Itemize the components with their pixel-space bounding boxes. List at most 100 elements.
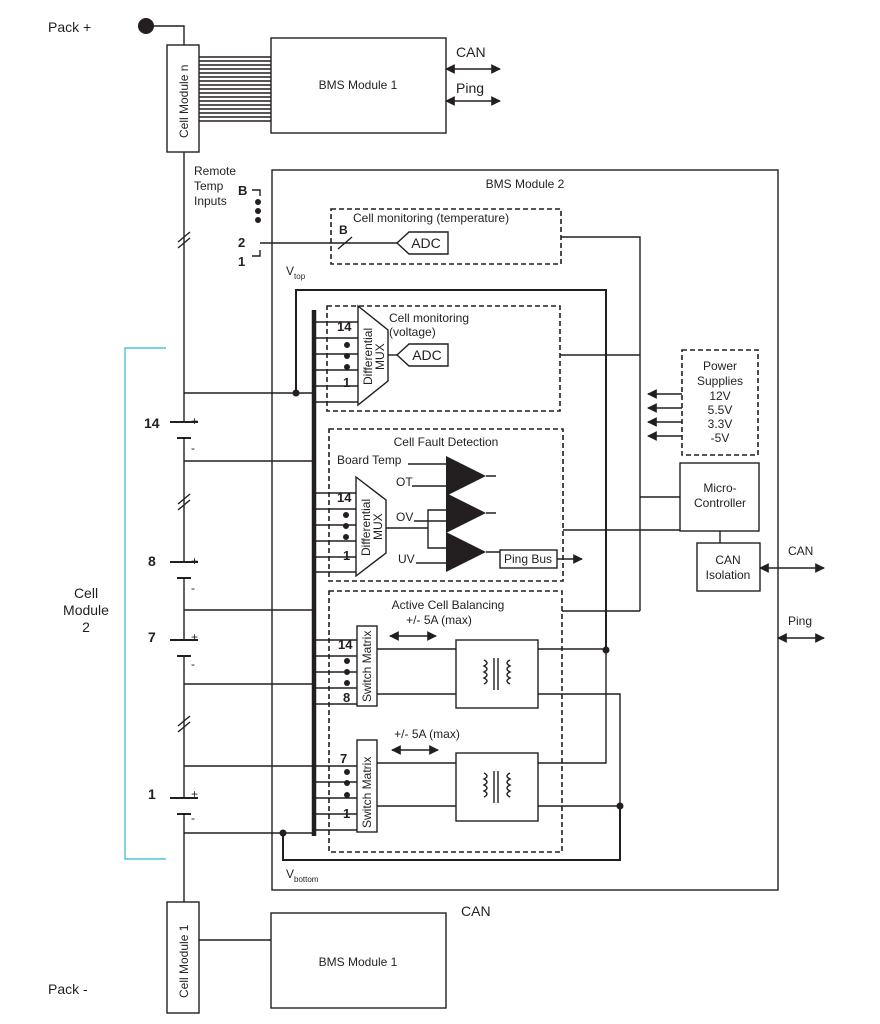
micro-controller: Micro- Controller [639, 462, 760, 611]
pack-plus-group: Pack + [48, 18, 185, 45]
remote-temp-line1: Remote [194, 164, 236, 178]
remote-temp-1: 1 [238, 254, 245, 269]
balancing-current-a: +/- 5A (max) [406, 613, 472, 627]
fault-ot: OT [396, 475, 413, 489]
switch-2-7: 7 [340, 751, 347, 766]
voltage-mux-14: 14 [337, 319, 352, 334]
temp-adc [395, 231, 449, 255]
can-iso-line2: Isolation [706, 568, 751, 582]
micro-line1: Micro- [703, 481, 736, 495]
cell-7-label: 7 [148, 629, 156, 645]
fault-mux-label2: MUX [371, 513, 385, 540]
switch-2-1: 1 [343, 806, 350, 821]
vbottom-rail [282, 805, 621, 861]
bms1-bus-lines [199, 56, 271, 122]
temp-bus-width: B [339, 223, 348, 237]
bms-bottom-can-label: CAN [461, 903, 491, 919]
cell-14: 14 + - [144, 414, 198, 455]
voltage-monitor-title2: (voltage) [389, 325, 436, 339]
cell-1-minus: - [191, 811, 195, 825]
switch-matrix-2 [356, 739, 378, 833]
power-5-5v: 5.5V [708, 403, 733, 417]
vtop-rail [295, 289, 607, 650]
voltage-mux [357, 304, 389, 407]
cell-1: 1 + - [148, 786, 198, 825]
can-isolation: CAN Isolation CAN [696, 542, 825, 592]
balancing-current-b: +/- 5A (max) [394, 727, 460, 741]
fault-ov: OV [396, 510, 413, 524]
fault-detection-block: Cell Fault Detection Board Temp OT OV UV… [314, 428, 680, 582]
vtop-label: Vtop [286, 264, 306, 281]
temp-monitor-title: Cell monitoring (temperature) [353, 211, 509, 225]
voltage-mux-label1: Differential [361, 328, 375, 385]
switch-matrix-1 [356, 625, 378, 707]
fault-uv: UV [398, 552, 415, 566]
cell-8: 8 + - [148, 553, 198, 595]
voltage-mux-label2: MUX [373, 343, 387, 370]
bms2-ping-label: Ping [788, 614, 812, 628]
cell-8-plus: + [191, 554, 198, 568]
balancing-title: Active Cell Balancing [392, 598, 505, 612]
cell-module-n: Cell Module n [166, 44, 200, 153]
cell-8-label: 8 [148, 553, 156, 569]
cell-14-minus: - [191, 441, 195, 455]
bms-module-1-top-title: BMS Module 1 [319, 78, 398, 92]
voltage-mux-1: 1 [343, 375, 350, 390]
fault-mux-1: 1 [343, 548, 350, 563]
pack-plus-wire [146, 25, 185, 45]
remote-temp-inputs: Remote Temp Inputs B 2 1 [194, 164, 261, 269]
uv-comparator [446, 532, 486, 572]
switch-matrix-1-label: Switch Matrix [360, 631, 374, 702]
fault-mux [355, 475, 387, 578]
fault-board-temp: Board Temp [337, 453, 402, 467]
ot-comparator [446, 456, 486, 496]
cell-14-plus: + [191, 414, 198, 428]
bms-module-2: BMS Module 2 Vtop Vbottom Cell monitorin… [184, 169, 825, 891]
power-title2: Supplies [697, 374, 743, 388]
bms-module-1-bottom: BMS Module 1 CAN [270, 903, 491, 1009]
remote-temp-line3: Inputs [194, 194, 227, 208]
fault-mux-14: 14 [337, 490, 352, 505]
voltage-monitor-block: Cell monitoring (voltage) Differential M… [314, 304, 640, 412]
bms-top-can-label: CAN [456, 44, 486, 60]
switch-1-8: 8 [343, 690, 350, 705]
pack-plus-label: Pack + [48, 19, 91, 35]
voltage-adc-label: ADC [412, 347, 442, 363]
vbottom-label: Vbottom [286, 867, 319, 884]
pack-minus-label: Pack - [48, 981, 88, 997]
fault-detection-title: Cell Fault Detection [394, 435, 499, 449]
remote-temp-2: 2 [238, 235, 245, 250]
cell-tap-wires [184, 392, 314, 834]
main-string-wire [177, 152, 191, 902]
voltage-adc [395, 343, 449, 367]
transformer-2 [455, 752, 539, 822]
bms2-can-label: CAN [788, 544, 813, 558]
ping-bus-label: Ping Bus [504, 552, 552, 566]
switch-matrix-2-label: Switch Matrix [360, 757, 374, 828]
can-iso-line1: CAN [715, 553, 740, 567]
ov-comparator [446, 493, 486, 533]
balancing-block: Active Cell Balancing +/- 5A (max) +/- 5… [314, 590, 640, 853]
bms-top-ping-label: Ping [456, 80, 484, 96]
cell-1-label: 1 [148, 786, 156, 802]
cell-module-1: Cell Module 1 [166, 901, 271, 1014]
switch-1-14: 14 [338, 637, 353, 652]
bms-module-1-top: BMS Module 1 CAN Ping [270, 37, 501, 134]
micro-line2: Controller [694, 496, 746, 510]
voltage-monitor-title1: Cell monitoring [389, 311, 469, 325]
cell-module-2-line2: Module [63, 602, 109, 618]
cell-7: 7 + - [148, 629, 198, 671]
temp-adc-label: ADC [411, 235, 441, 251]
power-minus-5v: -5V [711, 431, 730, 445]
power-supplies-block: Power Supplies 12V 5.5V 3.3V -5V [647, 349, 759, 456]
fault-mux-label1: Differential [359, 499, 373, 556]
cell-8-minus: - [191, 581, 195, 595]
cell-module-2-line1: Cell [74, 585, 98, 601]
cell-1-plus: + [191, 787, 198, 801]
temp-monitor-block: Cell monitoring (temperature) B ADC [260, 208, 641, 500]
bms-module-1-bottom-title: BMS Module 1 [319, 955, 398, 969]
cell-module-n-label: Cell Module n [177, 65, 191, 138]
cell-14-label: 14 [144, 415, 160, 431]
transformer-1 [455, 639, 539, 709]
